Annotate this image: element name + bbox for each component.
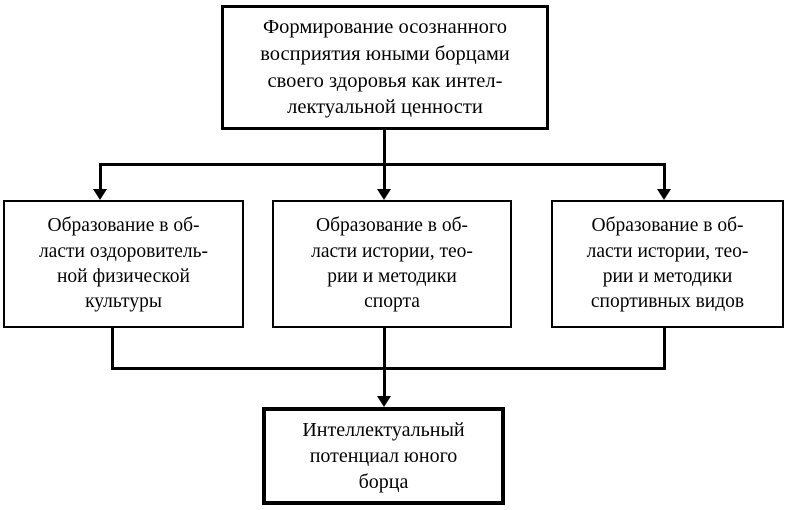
edge-mid-left-drop <box>111 328 114 370</box>
edge-merge-bus <box>111 367 666 370</box>
edge-top-to-mid-right <box>663 163 666 191</box>
node-top-goal[interactable]: Формирование осознанного восприятия юным… <box>221 5 549 130</box>
edge-top-to-mid-left <box>99 163 102 191</box>
node-education-sport-history-theory[interactable]: Образование в об- ласти истории, тео- ри… <box>272 200 512 328</box>
node-education-sport-history-theory-label: Образование в об- ласти истории, тео- ри… <box>311 215 473 313</box>
edge-top-bus <box>99 163 666 166</box>
arrowhead-to-mid-right <box>657 189 671 200</box>
node-education-health-physical-culture-label: Образование в об- ласти оздоровитель- но… <box>38 215 209 313</box>
node-education-sport-kinds-history-theory[interactable]: Образование в об- ласти истории, тео- ри… <box>551 200 784 328</box>
edge-top-stem <box>383 130 386 166</box>
edge-merge-to-bottom <box>383 367 386 398</box>
arrowhead-to-bottom <box>377 396 391 407</box>
arrowhead-to-mid-left <box>93 189 107 200</box>
node-intellectual-potential-label: Интеллектуальный потенциал юного борца <box>302 419 465 493</box>
node-intellectual-potential[interactable]: Интеллектуальный потенциал юного борца <box>262 407 505 505</box>
edge-top-to-mid-center <box>383 163 386 191</box>
arrowhead-to-mid-center <box>377 189 391 200</box>
node-top-goal-label: Формирование осознанного восприятия юным… <box>260 16 510 119</box>
edge-mid-right-drop <box>663 328 666 370</box>
edge-mid-center-drop <box>383 328 386 370</box>
node-education-health-physical-culture[interactable]: Образование в об- ласти оздоровитель- но… <box>3 200 244 328</box>
node-education-sport-kinds-history-theory-label: Образование в об- ласти истории, тео- ри… <box>586 215 749 313</box>
